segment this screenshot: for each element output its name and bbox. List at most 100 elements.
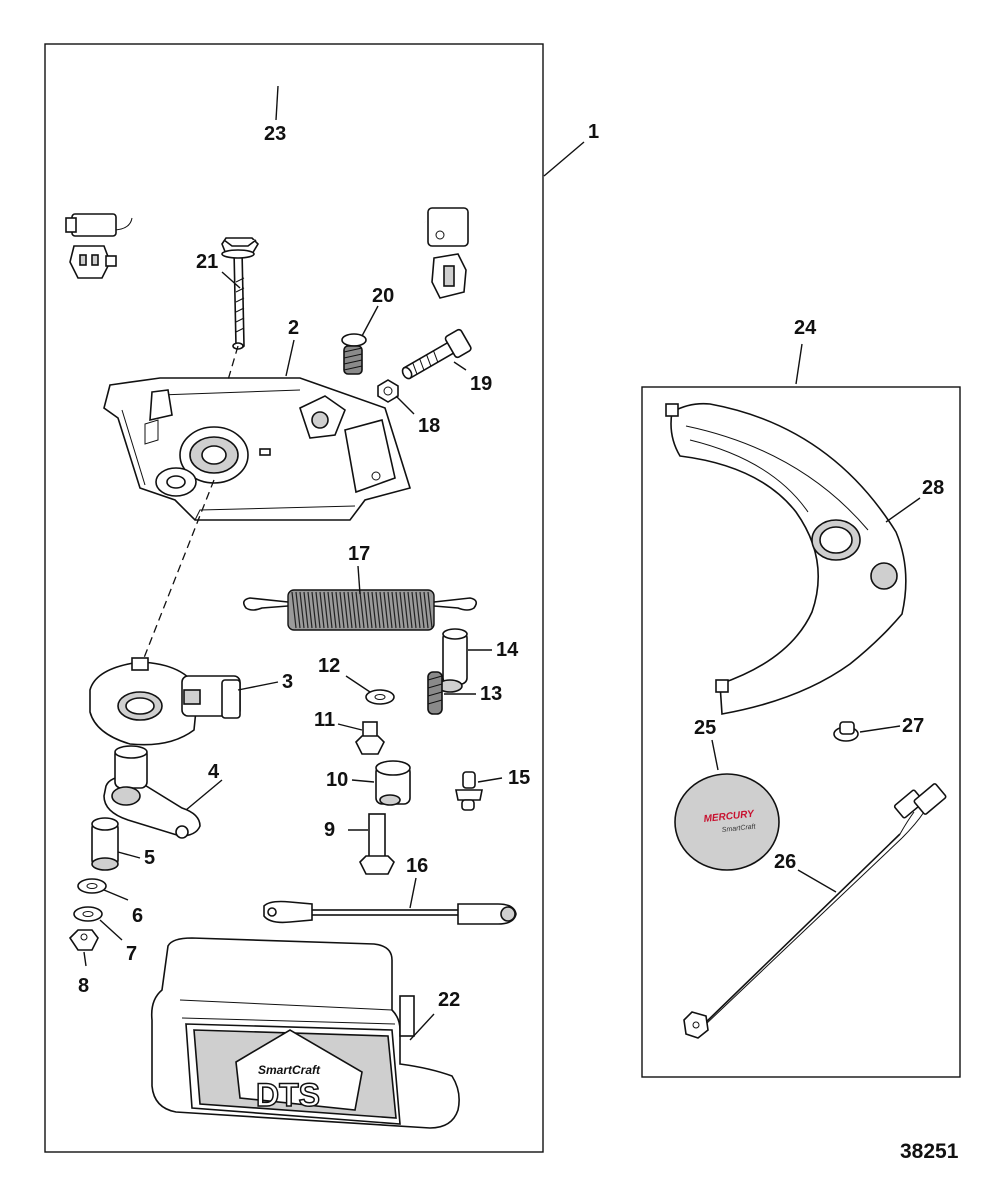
spring-coil xyxy=(311,591,317,629)
spacer-tube xyxy=(91,817,119,871)
callout-10: 10 xyxy=(326,769,348,791)
cover-brand-text: SmartCraft xyxy=(258,1063,321,1077)
kit-frame-right xyxy=(641,386,961,1078)
figure-reference-number: 38251 xyxy=(900,1140,959,1163)
callout-5: 5 xyxy=(144,847,155,869)
callout-11: 11 xyxy=(314,709,335,731)
callout-19: 19 xyxy=(470,373,492,395)
spring-coil xyxy=(407,591,413,629)
spring-coil xyxy=(307,591,313,629)
logo-disc: MERCURY SmartCraft xyxy=(674,773,780,871)
key-washer xyxy=(77,878,107,894)
spring-coil xyxy=(371,591,377,629)
tension-spring xyxy=(242,589,478,631)
logo-brand-text: MERCURY xyxy=(703,809,756,825)
ball-stud xyxy=(455,771,483,811)
spring-coil xyxy=(375,591,381,629)
spring-coil xyxy=(319,591,325,629)
callout-25: 25 xyxy=(694,717,716,739)
callout-12: 12 xyxy=(318,655,340,677)
link-rod xyxy=(263,900,517,925)
callout-23: 23 xyxy=(264,123,286,145)
bolt-short xyxy=(355,721,385,755)
spring-coil xyxy=(399,591,405,629)
spring-coil xyxy=(351,591,357,629)
kit-frame-left xyxy=(44,43,544,1153)
spring-coil xyxy=(367,591,373,629)
spring-coil xyxy=(403,591,409,629)
lever-arm xyxy=(103,745,201,839)
wire-harness xyxy=(65,73,469,299)
callout-21: 21 xyxy=(196,251,218,273)
spring-coil xyxy=(339,591,345,629)
spring-coil xyxy=(427,591,433,629)
spring-coil xyxy=(295,591,301,629)
callout-20: 20 xyxy=(372,285,394,307)
callout-8: 8 xyxy=(78,975,89,997)
washer-flat xyxy=(365,689,395,705)
spring-coil xyxy=(347,591,353,629)
callout-14: 14 xyxy=(496,639,519,661)
rubber-bushing xyxy=(375,760,411,806)
spring-coil xyxy=(343,591,349,629)
spring-coil xyxy=(423,591,429,629)
spring-coil xyxy=(335,591,341,629)
control-cover: SmartCraft DTS xyxy=(150,937,460,1129)
lock-nut xyxy=(68,929,99,951)
spring-coil xyxy=(379,591,385,629)
callout-24: 24 xyxy=(794,317,817,339)
assembly-axis-upper xyxy=(227,345,239,381)
callout-7: 7 xyxy=(126,943,137,965)
callout-2: 2 xyxy=(288,317,299,339)
spring-coil xyxy=(323,591,329,629)
callouts: 1 2 3 4 5 6 7 8 9 10 11 12 13 14 15 16 1… xyxy=(78,121,944,1011)
callout-9: 9 xyxy=(324,819,335,841)
spring-coil xyxy=(359,591,365,629)
nut-small xyxy=(377,379,399,403)
spring-coil xyxy=(327,591,333,629)
callout-28: 28 xyxy=(922,477,944,499)
crescent-cover xyxy=(665,402,907,715)
spring-coil xyxy=(411,591,417,629)
callout-27: 27 xyxy=(902,715,924,737)
callout-13: 13 xyxy=(480,683,502,705)
callout-1: 1 xyxy=(588,121,599,143)
spring-coil xyxy=(291,591,297,629)
callout-18: 18 xyxy=(418,415,440,437)
cover-model-text: DTS xyxy=(256,1077,320,1113)
cover-screw xyxy=(833,721,859,742)
spring-coil xyxy=(299,591,305,629)
callout-16: 16 xyxy=(406,855,428,877)
spring-coil xyxy=(391,591,397,629)
spring-coil xyxy=(315,591,321,629)
screw-spring xyxy=(341,333,367,375)
spring-coil xyxy=(387,591,393,629)
spring-coil xyxy=(415,591,421,629)
callout-6: 6 xyxy=(132,905,143,927)
callout-26: 26 xyxy=(774,851,796,873)
spring-coil xyxy=(303,591,309,629)
spring-coil xyxy=(383,591,389,629)
sensor-cable xyxy=(683,783,947,1039)
spring-coil xyxy=(419,591,425,629)
spring-coil xyxy=(395,591,401,629)
position-sensor xyxy=(89,657,241,746)
callout-22: 22 xyxy=(438,989,460,1011)
spring-coil xyxy=(331,591,337,629)
bushing-sleeve xyxy=(437,628,468,693)
threaded-screw xyxy=(427,671,443,715)
spring-coil xyxy=(355,591,361,629)
callout-15: 15 xyxy=(508,767,530,789)
logo-sub-text: SmartCraft xyxy=(721,823,756,834)
callout-17: 17 xyxy=(348,543,370,565)
spring-coil xyxy=(363,591,369,629)
callout-3: 3 xyxy=(282,671,293,693)
leader-lines xyxy=(83,85,921,1041)
bolt-angled xyxy=(401,328,472,380)
assembly-axis xyxy=(139,479,215,669)
bolt-long xyxy=(221,237,260,350)
callout-4: 4 xyxy=(208,761,220,783)
mounting-bracket xyxy=(103,377,412,521)
flat-washer xyxy=(73,906,103,922)
